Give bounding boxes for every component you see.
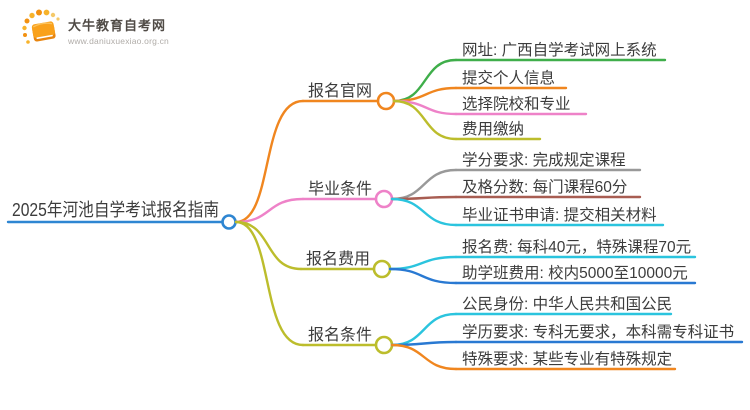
branch-label-biye-tiaojian: 毕业条件 [308, 181, 373, 198]
central-node-circle [221, 214, 237, 230]
branch4-node-circle [374, 335, 394, 355]
logo-title: 大牛教育自考网 [68, 17, 167, 33]
sub-curve-4-3 [390, 343, 458, 371]
branch3-node-circle [372, 259, 392, 279]
branch-label-baoming-tiaojian: 报名条件 [308, 327, 373, 344]
branch2-node-circle [374, 189, 394, 209]
branch-label-baoming-feiyong: 报名费用 [306, 251, 371, 268]
subtopic-label-teshu-yaoqiu: 特殊要求: 某些专业有特殊规定 [462, 351, 673, 368]
site-logo: 大牛教育自考网 www.daniuxuexiao.org.cn [20, 8, 169, 52]
branch-curve-baoming-feiyong [234, 220, 303, 271]
subtopic-label-baoming-fei: 报名费: 每科40元，特殊课程70元 [462, 239, 692, 256]
subtopic-label-gongmin-shenfen: 公民身份: 中华人民共和国公民 [462, 296, 673, 313]
branch-label-baoming-guanwang: 报名官网 [308, 83, 373, 100]
subtopic-label-xueli-yaoqiu: 学历要求: 专科无要求，本科需专科证书 [462, 324, 735, 341]
subtopic-label-xuefen-yaoqiu: 学分要求: 完成规定课程 [462, 152, 626, 169]
branch-curve-biye-tiaojian [234, 197, 305, 224]
logo-texts: 大牛教育自考网 www.daniuxuexiao.org.cn [68, 15, 169, 46]
sub-curve-3-1 [388, 255, 458, 271]
sub-curve-3-2 [388, 267, 458, 285]
subtopic-label-zhuxueban-feiyong: 助学班费用: 校内5000至10000元 [462, 265, 688, 282]
subtopic-label-xuanze-yuanxiao: 选择院校和专业 [462, 96, 571, 113]
subtopic-label-biye-zhengshu: 毕业证书申请: 提交相关材料 [462, 207, 657, 224]
subtopic-label-tijiao-xinxi: 提交个人信息 [462, 70, 556, 87]
sub-curve-2-3 [390, 197, 458, 227]
subtopic-label-wangzhi: 网址: 广西自学考试网上系统 [462, 42, 657, 59]
sub-curve-4-1 [390, 312, 458, 347]
sub-curve-1-4 [392, 99, 458, 141]
branch-curve-baoming-tiaojian [234, 220, 305, 347]
sub-curve-2-1 [390, 168, 458, 201]
subtopic-label-jige-fenshu: 及格分数: 每门课程60分 [462, 179, 628, 196]
book-logo-icon [22, 9, 60, 44]
central-topic-label: 2025年河池自学考试报名指南 [12, 200, 220, 220]
branch-curve-baoming-guanwang [234, 99, 305, 224]
branch1-node-circle [376, 91, 396, 111]
logo-url: www.daniuxuexiao.org.cn [68, 35, 169, 46]
subtopic-label-feiyong-jiaona: 费用缴纳 [462, 121, 525, 138]
